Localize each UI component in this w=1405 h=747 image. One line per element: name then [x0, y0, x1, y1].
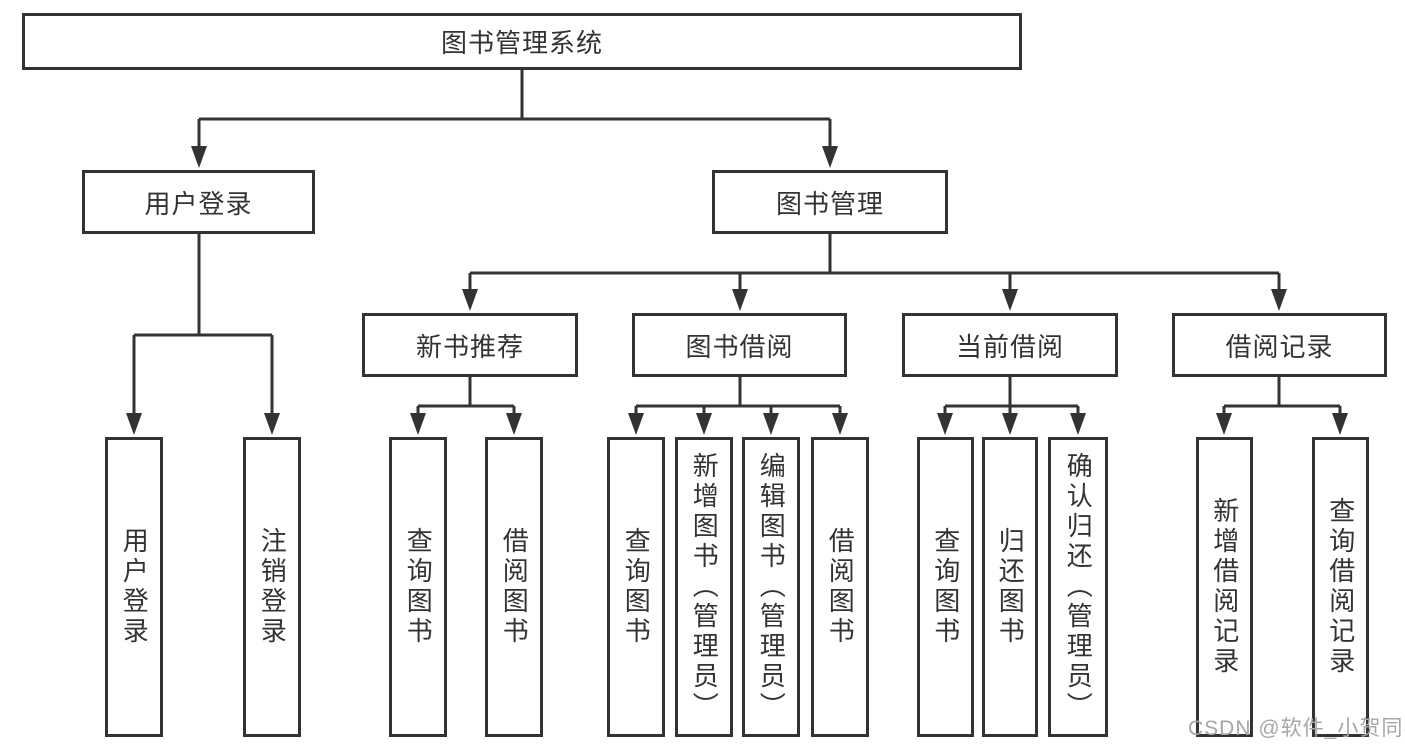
leaf-current-query-books-label: 查询图书 — [930, 527, 961, 647]
leaf-logout-label: 注销登录 — [257, 527, 288, 647]
leaf-current-confirm-return-admin-label: 确认归还（管理员） — [1063, 452, 1094, 722]
node-book-management-label: 图书管理 — [775, 188, 884, 219]
leaf-current-query-books: 查询图书 — [917, 437, 974, 737]
leaf-records-add-borrow-record: 新增借阅记录 — [1196, 437, 1253, 737]
leaf-borrowing-edit-books-admin: 编辑图书（管理员） — [742, 437, 800, 737]
node-user-login: 用户登录 — [82, 170, 315, 234]
node-book-management: 图书管理 — [712, 170, 948, 234]
connector-user-login-to-leaves — [126, 234, 280, 435]
leaf-recommend-borrow-books-label: 借阅图书 — [499, 527, 530, 647]
node-borrowing-records-label: 借阅记录 — [1225, 331, 1334, 362]
leaf-borrowing-borrow-books: 借阅图书 — [811, 437, 869, 737]
leaf-recommend-borrow-books: 借阅图书 — [485, 437, 543, 737]
leaf-records-query-borrow-record: 查询借阅记录 — [1312, 437, 1369, 737]
leaf-borrowing-borrow-books-label: 借阅图书 — [825, 527, 856, 647]
node-library-system-label: 图书管理系统 — [440, 28, 603, 58]
node-book-borrowing-label: 图书借阅 — [685, 331, 794, 362]
leaf-user-login: 用户登录 — [105, 437, 163, 737]
node-new-book-recommend-label: 新书推荐 — [415, 331, 524, 362]
leaf-borrowing-edit-books-admin-label: 编辑图书（管理员） — [756, 452, 787, 722]
connector-root-to-level2 — [191, 70, 838, 168]
node-current-borrowing-label: 当前借阅 — [955, 331, 1064, 362]
leaf-borrowing-add-books-admin-label: 新增图书（管理员） — [689, 452, 720, 722]
leaf-borrowing-query-books: 查询图书 — [607, 437, 665, 737]
leaf-recommend-query-books: 查询图书 — [389, 437, 447, 737]
leaf-records-query-borrow-record-label: 查询借阅记录 — [1325, 497, 1356, 677]
leaf-borrowing-add-books-admin: 新增图书（管理员） — [675, 437, 733, 737]
leaf-current-return-books-label: 归还图书 — [995, 527, 1026, 647]
node-borrowing-records: 借阅记录 — [1172, 313, 1387, 377]
connector-current-borrowing-to-leaves — [937, 377, 1086, 435]
leaf-records-add-borrow-record-label: 新增借阅记录 — [1209, 497, 1240, 677]
csdn-watermark: CSDN @软件_小贺同学 — [1188, 717, 1405, 740]
node-book-borrowing: 图书借阅 — [632, 313, 847, 377]
leaf-borrowing-query-books-label: 查询图书 — [621, 527, 652, 647]
leaf-recommend-query-books-label: 查询图书 — [403, 527, 434, 647]
node-current-borrowing: 当前借阅 — [902, 313, 1118, 377]
leaf-user-login-label: 用户登录 — [119, 527, 150, 647]
node-new-book-recommend: 新书推荐 — [362, 313, 578, 377]
connector-book-borrowing-to-leaves — [628, 377, 848, 435]
node-library-system: 图书管理系统 — [22, 13, 1022, 70]
connector-borrow-records-to-leaves — [1216, 377, 1348, 435]
leaf-current-confirm-return-admin: 确认归还（管理员） — [1048, 437, 1108, 737]
node-user-login-label: 用户登录 — [144, 188, 253, 219]
leaf-current-return-books: 归还图书 — [982, 437, 1038, 737]
leaf-logout: 注销登录 — [243, 437, 301, 737]
connector-new-book-to-leaves — [410, 377, 522, 435]
connector-book-management-to-level3 — [462, 234, 1287, 311]
